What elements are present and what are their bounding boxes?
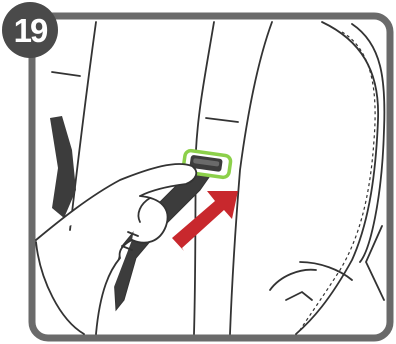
step-number-badge: 19: [2, 2, 58, 58]
left-strap: [50, 116, 76, 218]
chest-clip: [181, 148, 233, 180]
hand-icon: [35, 163, 198, 335]
seat-stitching: [299, 31, 376, 331]
direction-arrow-icon: [172, 191, 238, 251]
step-number: 19: [13, 12, 49, 49]
